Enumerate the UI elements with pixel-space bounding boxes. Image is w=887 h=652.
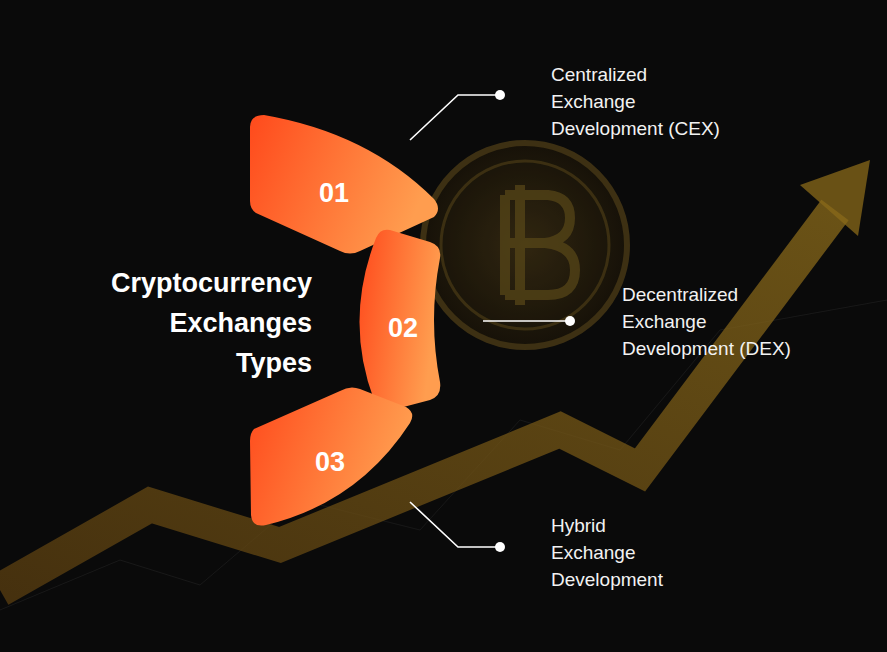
arc-segment: 02 — [350, 228, 442, 412]
arc-segment: 01 — [248, 113, 442, 256]
step-number: 01 — [319, 178, 349, 208]
diagram-title: Cryptocurrency Exchanges Types — [111, 263, 312, 383]
coin-illustration — [423, 143, 627, 347]
leader-dots — [495, 90, 575, 552]
leader-dot — [495, 542, 505, 552]
coin-symbol — [505, 185, 575, 305]
trend-arrow-head — [800, 160, 870, 236]
trend-arrow — [0, 210, 835, 590]
exchange-type-label: Centralized Exchange Development (CEX) — [551, 61, 727, 142]
segment-shape — [359, 230, 440, 411]
step-number: 02 — [388, 313, 418, 343]
segment-shape — [250, 387, 412, 525]
exchange-type-label: Decentralized Exchange Development (DEX) — [622, 281, 798, 362]
step-number: 03 — [315, 447, 345, 477]
leader-dot — [565, 316, 575, 326]
leader-line — [483, 320, 570, 322]
coin-rim — [441, 161, 609, 329]
exchange-type-label: Hybrid Exchange Development — [551, 512, 691, 593]
arc-segment: 03 — [248, 385, 415, 528]
leader-line — [410, 502, 500, 547]
leader-dot — [495, 90, 505, 100]
leader-line — [410, 95, 500, 140]
segment-shape — [250, 115, 438, 254]
